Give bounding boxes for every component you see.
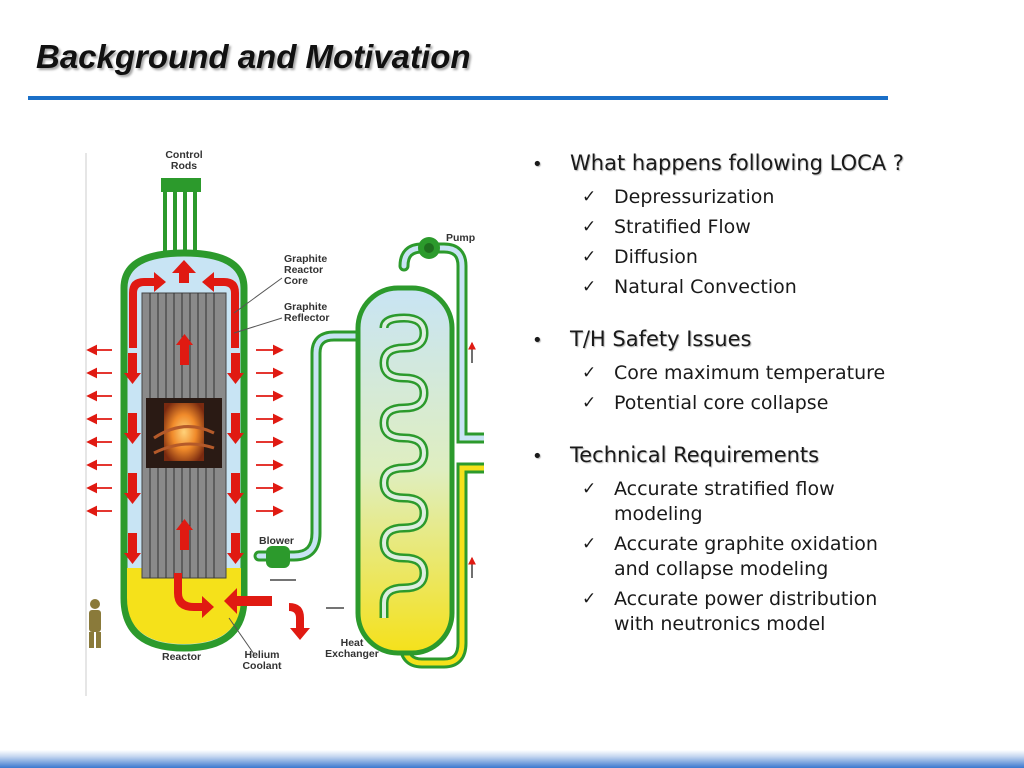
bullet-group-requirements: • Technical Requirements ✓Accurate strat…	[532, 440, 1002, 637]
check-icon: ✓	[582, 589, 597, 609]
sub-bullet: ✓Potential core collapse	[582, 392, 829, 414]
sub-bullet: ✓Accurate stratified flow modeling	[582, 478, 835, 525]
sub-bullet: ✓Accurate graphite oxidation and collaps…	[582, 533, 878, 580]
check-icon: ✓	[582, 277, 597, 297]
sub-bullet: ✓Diffusion	[582, 246, 698, 268]
title-underline	[28, 96, 888, 100]
check-icon: ✓	[582, 534, 597, 554]
bullet-icon: •	[532, 446, 543, 467]
footer-gradient-bar	[0, 750, 1024, 768]
reactor-vessel	[120, 249, 248, 652]
sub-bullet: ✓Stratified Flow	[582, 216, 751, 238]
slide-title: Background and Motivation	[36, 38, 471, 75]
sub-bullet: ✓Accurate power distribution with neutro…	[582, 588, 878, 635]
check-icon: ✓	[582, 393, 597, 413]
check-icon: ✓	[582, 217, 597, 237]
label-reactor: Reactor	[162, 651, 201, 663]
check-icon: ✓	[582, 479, 597, 499]
label-pump: Pump	[446, 232, 475, 244]
bullet-heading: T/H Safety Issues	[570, 327, 752, 351]
sub-bullet: ✓Natural Convection	[582, 276, 797, 298]
bullet-group-safety: • T/H Safety Issues ✓Core maximum temper…	[532, 324, 1002, 416]
bullet-icon: •	[532, 154, 543, 175]
person-figure	[89, 599, 101, 648]
bullet-group-loca: • What happens following LOCA ? ✓Depress…	[532, 148, 1002, 300]
check-icon: ✓	[582, 187, 597, 207]
blower-icon	[266, 546, 290, 568]
flow-arrows	[124, 260, 310, 640]
control-rods	[161, 178, 201, 272]
sub-bullet: ✓Depressurization	[582, 186, 775, 208]
check-icon: ✓	[582, 363, 597, 383]
heat-exchanger	[355, 285, 455, 656]
label-blower: Blower	[259, 535, 294, 547]
sub-bullet: ✓Core maximum temperature	[582, 362, 886, 384]
check-icon: ✓	[582, 247, 597, 267]
bullet-list: • What happens following LOCA ? ✓Depress…	[532, 148, 1002, 661]
bullet-heading: What happens following LOCA ?	[570, 151, 904, 175]
bullet-icon: •	[532, 330, 543, 351]
bullet-heading: Technical Requirements	[570, 443, 820, 467]
heat-loss-arrows	[86, 344, 284, 517]
